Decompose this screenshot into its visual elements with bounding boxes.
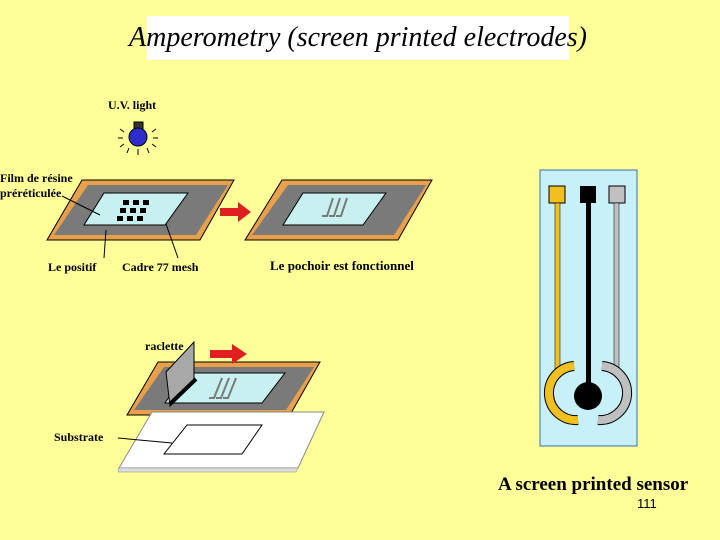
working-electrode-pad bbox=[580, 186, 596, 203]
sensor-caption: A screen printed sensor bbox=[498, 474, 689, 495]
screen-frame-2 bbox=[244, 179, 433, 241]
arrow-right-icon bbox=[210, 344, 247, 364]
arrow-right-icon bbox=[220, 202, 251, 222]
substrate-plate bbox=[117, 411, 325, 473]
positive-pattern bbox=[117, 200, 149, 221]
substrate-label: Substrate bbox=[54, 430, 104, 444]
squeegee-label: raclette bbox=[145, 339, 184, 353]
film-label-line2: préréticulée bbox=[0, 186, 62, 200]
film-label-line1: Film de résine bbox=[0, 171, 73, 185]
screen-printed-sensor bbox=[539, 169, 638, 447]
screen-frame-3 bbox=[126, 340, 321, 416]
stencil-label: Le pochoir est fonctionnel bbox=[270, 258, 414, 273]
stencil-pattern-3 bbox=[209, 377, 237, 399]
reference-electrode-pad bbox=[608, 185, 626, 204]
stencil-pattern bbox=[322, 197, 348, 217]
counter-electrode-pad bbox=[548, 185, 566, 204]
mesh-frame-label: Cadre 77 mesh bbox=[122, 260, 199, 274]
page-title: Amperometry (screen printed electrodes) bbox=[129, 22, 587, 53]
uv-light-label: U.V. light bbox=[108, 98, 157, 112]
title-box: Amperometry (screen printed electrodes) bbox=[129, 16, 587, 60]
positive-label: Le positif bbox=[48, 260, 97, 274]
page-number: 111 bbox=[637, 496, 657, 511]
working-electrode bbox=[574, 382, 602, 410]
uv-bulb-icon bbox=[118, 121, 158, 155]
screen-frame-1 bbox=[46, 179, 235, 259]
